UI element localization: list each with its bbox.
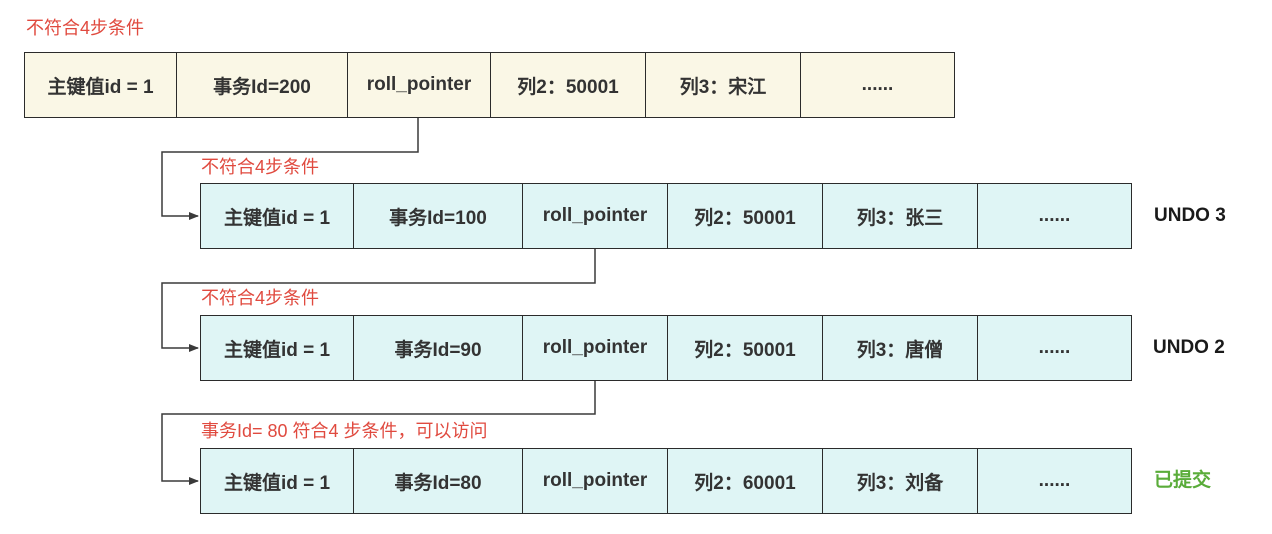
cell-roll-pointer: roll_pointer: [523, 184, 668, 248]
cell-primary-key: 主键值id = 1: [201, 316, 354, 380]
cell-ellipsis: ......: [1038, 205, 1071, 226]
committed-label: 已提交: [1154, 470, 1212, 491]
cell-column-2: 列2：50001: [668, 184, 823, 248]
record-row-undo-3: 主键值id = 1 事务Id=100 roll_pointer 列2：50001…: [200, 183, 1132, 249]
cell-column-3: 列3：唐僧: [823, 316, 978, 380]
cell-primary-key: 主键值id = 1: [25, 53, 177, 117]
cell-ellipsis: ......: [1038, 470, 1071, 491]
row-2-note: 不符合4步条件: [201, 288, 320, 308]
cell-transaction-id: 事务Id=90: [354, 316, 523, 380]
cell-column-2: 列2：50001: [491, 53, 646, 117]
cell-primary-key: 主键值id = 1: [201, 449, 354, 513]
cell-transaction-id: 事务Id=100: [354, 184, 523, 248]
cell-roll-pointer: roll_pointer: [523, 449, 668, 513]
cell-column-2: 列2：60001: [668, 449, 823, 513]
arrow-current-to-undo-3: [161, 118, 419, 220]
cell-column-3: 列3：张三: [823, 184, 978, 248]
cell-column-3: 列3：刘备: [823, 449, 978, 513]
record-row-undo-2: 主键值id = 1 事务Id=90 roll_pointer 列2：50001 …: [200, 315, 1132, 381]
undo-3-label: UNDO 3: [1154, 205, 1226, 226]
row-1-note: 不符合4步条件: [201, 157, 320, 177]
cell-roll-pointer: roll_pointer: [523, 316, 668, 380]
arrow-undo-3-to-undo-2: [161, 249, 596, 352]
cell-transaction-id: 事务Id=200: [177, 53, 348, 117]
cell-column-3: 列3：宋江: [646, 53, 801, 117]
arrow-undo-2-to-committed: [161, 381, 596, 485]
undo-2-label: UNDO 2: [1153, 337, 1225, 358]
row-0-note: 不符合4步条件: [26, 18, 145, 38]
record-row-current: 主键值id = 1 事务Id=200 roll_pointer 列2：50001…: [24, 52, 955, 118]
cell-primary-key: 主键值id = 1: [201, 184, 354, 248]
cell-column-2: 列2：50001: [668, 316, 823, 380]
row-3-note: 事务Id= 80 符合4 步条件，可以访问: [201, 421, 488, 441]
record-row-committed: 主键值id = 1 事务Id=80 roll_pointer 列2：60001 …: [200, 448, 1132, 514]
cell-ellipsis: ......: [861, 74, 894, 95]
cell-transaction-id: 事务Id=80: [354, 449, 523, 513]
cell-roll-pointer: roll_pointer: [348, 53, 491, 117]
cell-ellipsis: ......: [1038, 337, 1071, 358]
